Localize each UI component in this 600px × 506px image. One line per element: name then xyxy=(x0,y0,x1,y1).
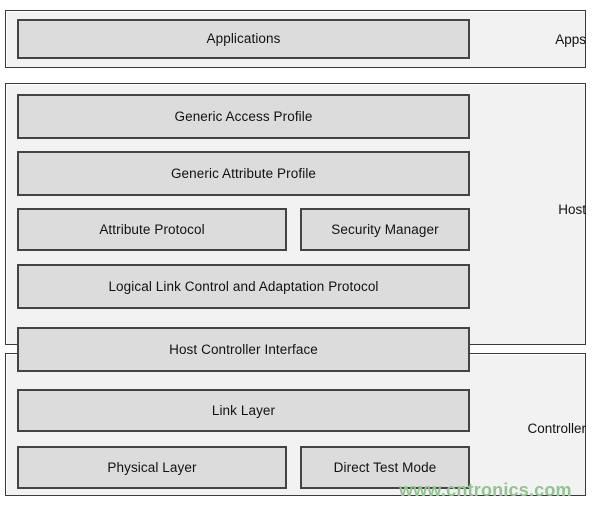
block-generic-attribute-profile: Generic Attribute Profile xyxy=(17,151,470,196)
block-direct-test-mode: Direct Test Mode xyxy=(300,446,470,489)
block-attribute-protocol: Attribute Protocol xyxy=(17,208,287,251)
block-label-security-manager: Security Manager xyxy=(331,221,439,237)
block-label-physical-layer: Physical Layer xyxy=(107,459,197,475)
block-label-generic-access-profile: Generic Access Profile xyxy=(174,108,313,124)
tier-label-host: Host xyxy=(558,202,586,217)
tier-label-controller: Controller xyxy=(527,421,586,436)
block-label-generic-attribute-profile: Generic Attribute Profile xyxy=(170,165,317,181)
block-security-manager: Security Manager xyxy=(300,208,470,251)
block-label-host-controller-interface: Host Controller Interface xyxy=(169,341,318,357)
block-label-direct-test-mode: Direct Test Mode xyxy=(333,459,437,475)
block-label-l2cap: Logical Link Control and Adaptation Prot… xyxy=(108,278,379,294)
block-applications: Applications xyxy=(17,19,470,59)
block-label-link-layer: Link Layer xyxy=(211,402,276,418)
block-label-attribute-protocol: Attribute Protocol xyxy=(99,221,205,237)
block-physical-layer: Physical Layer xyxy=(17,446,287,489)
block-l2cap: Logical Link Control and Adaptation Prot… xyxy=(17,264,470,309)
block-host-controller-interface: Host Controller Interface xyxy=(17,327,470,372)
tier-label-apps: Apps xyxy=(555,32,586,47)
block-label-applications: Applications xyxy=(206,31,281,47)
block-generic-access-profile: Generic Access Profile xyxy=(17,94,470,139)
block-link-layer: Link Layer xyxy=(17,389,470,432)
